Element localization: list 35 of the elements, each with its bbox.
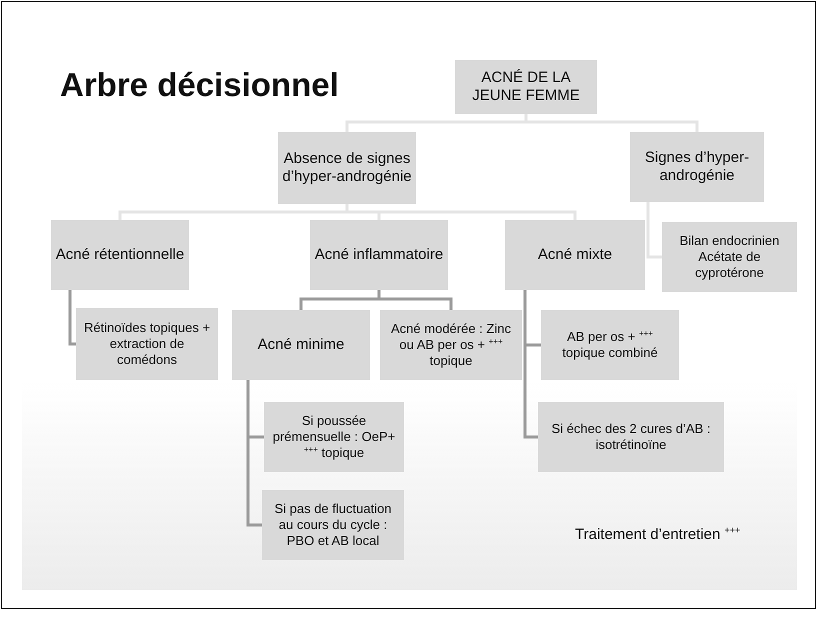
decision-box xyxy=(232,310,370,380)
box-text: Si pas de fluctuation au cours du cycle : PBO et AB local xyxy=(273,501,393,549)
title: Arbre décisionnel xyxy=(60,66,339,104)
decision-box xyxy=(278,132,416,204)
box-text: ACNÉ DE LA JEUNE FEMME xyxy=(471,68,581,106)
decision-box xyxy=(380,310,522,380)
box-text: Acné mixte xyxy=(538,246,612,264)
connector-line xyxy=(378,290,452,310)
decision-box xyxy=(51,220,189,290)
box-text: Rétinoïdes topiques + extraction de comédons xyxy=(82,320,212,368)
decision-box xyxy=(262,490,404,560)
box-text: Acné inflammatoire xyxy=(314,246,444,264)
box-text: Si poussée prémensuelle : OeP+ $^{+++}$ topique xyxy=(272,413,396,461)
box-text: Si échec des 2 cures d’AB : isotrétinoïne xyxy=(550,421,712,453)
box-text: Acné rétentionnelle xyxy=(56,246,184,264)
decision-box xyxy=(541,310,679,380)
box-text: Bilan endocrinien xyxy=(680,233,780,250)
connector-line xyxy=(246,380,262,526)
decision-box xyxy=(630,132,764,202)
connector-line xyxy=(646,202,662,258)
box-text: Acétate de cyprotérone xyxy=(694,249,765,281)
decision-box xyxy=(538,402,724,472)
box-text: Acné minime xyxy=(258,336,344,354)
box-text: Acné modérée : Zinc ou AB per os + $^{+++}$ topique xyxy=(390,321,512,369)
decision-box xyxy=(310,220,448,290)
decision-box xyxy=(455,60,597,114)
box-text: Signes d’hyper-androgénie xyxy=(644,148,750,186)
decision-box xyxy=(662,222,797,292)
note-text: Traitement d’entretien $^{+++}$ xyxy=(575,525,740,543)
box-text: Absence de signes d’hyper-androgénie xyxy=(282,150,412,186)
decision-box xyxy=(76,308,218,380)
connector-line xyxy=(68,290,76,346)
decision-box xyxy=(264,402,404,472)
box-text: AB per os + $^{+++}$ topique combiné xyxy=(561,329,659,361)
decision-box xyxy=(505,220,645,290)
